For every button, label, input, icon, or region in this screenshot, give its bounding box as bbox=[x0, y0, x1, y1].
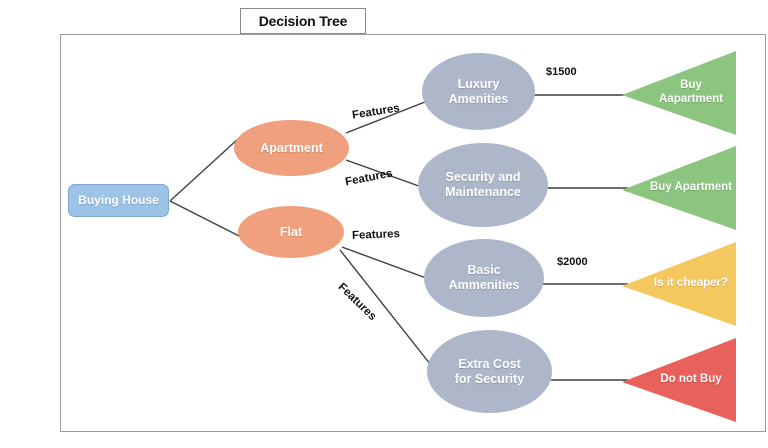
leaf-do-not-buy-label: Do not Buy bbox=[660, 373, 722, 386]
leaf-is-it-cheaper[interactable]: Is it cheaper? bbox=[620, 240, 736, 328]
leaf-buy-apartment[interactable]: Buy Apartment bbox=[620, 144, 736, 232]
triangle-red-icon bbox=[622, 338, 736, 422]
leaf-buy-aapartment[interactable]: Buy Aapartment bbox=[620, 49, 736, 137]
node-extra-cost-security[interactable]: Extra Cost for Security bbox=[427, 330, 552, 413]
node-basic-ammenities-label: Basic Ammenities bbox=[448, 263, 520, 292]
edge-label-features-3: Features bbox=[351, 228, 401, 242]
node-security-maintenance-label: Security and Maintenance bbox=[445, 170, 521, 199]
triangle-amber-icon bbox=[622, 242, 736, 326]
triangle-green-icon bbox=[622, 146, 736, 230]
node-basic-ammenities[interactable]: Basic Ammenities bbox=[424, 239, 544, 317]
edge-label-price-1500: $1500 bbox=[546, 66, 577, 78]
leaf-do-not-buy[interactable]: Do not Buy bbox=[620, 336, 736, 424]
page-title: Decision Tree bbox=[258, 13, 348, 29]
node-apartment-label: Apartment bbox=[260, 140, 323, 155]
leaf-is-it-cheaper-label: Is it cheaper? bbox=[653, 277, 729, 290]
node-security-maintenance[interactable]: Security and Maintenance bbox=[418, 143, 548, 227]
node-luxury-amenities[interactable]: Luxury Amenities bbox=[422, 53, 535, 130]
diagram-title-box: Decision Tree bbox=[240, 8, 366, 34]
node-flat[interactable]: Flat bbox=[238, 206, 344, 258]
leaf-buy-apartment-label: Buy Apartment bbox=[650, 181, 732, 194]
node-extra-cost-security-label: Extra Cost for Security bbox=[454, 356, 525, 386]
node-flat-label: Flat bbox=[279, 224, 303, 239]
triangle-green-icon bbox=[622, 51, 736, 135]
node-buying-house[interactable]: Buying House bbox=[68, 184, 169, 217]
edge-label-price-2000: $2000 bbox=[557, 256, 588, 268]
node-luxury-amenities-label: Luxury Amenities bbox=[448, 76, 509, 106]
leaf-buy-aapartment-label: Buy Aapartment bbox=[659, 79, 723, 105]
node-apartment[interactable]: Apartment bbox=[234, 120, 349, 176]
node-buying-house-label: Buying House bbox=[78, 193, 159, 208]
